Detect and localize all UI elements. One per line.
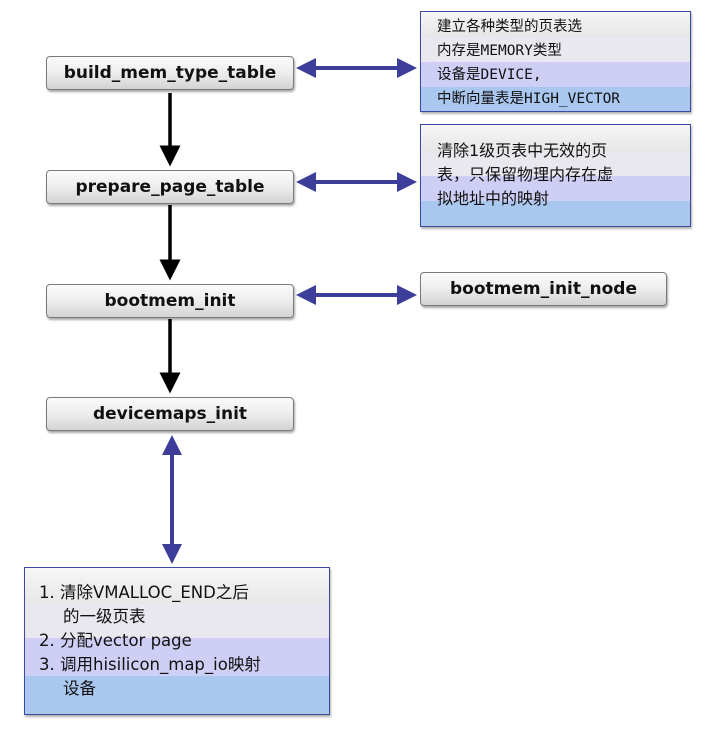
note-line: 中断向量表是HIGH_VECTOR: [437, 91, 621, 107]
note-prepare-page-table: 清除1级页表中无效的页 表，只保留物理内存在虚 拟地址中的映射: [420, 124, 691, 227]
note-line: 建立各种类型的页表选: [437, 19, 582, 35]
note-build-mem-type-table: 建立各种类型的页表选 内存是MEMORY类型 设备是DEVICE, 中断向量表是…: [420, 11, 691, 112]
node-bootmem-init: bootmem_init: [46, 284, 294, 318]
note-devicemaps-init: 1. 清除VMALLOC_END之后 的一级页表 2. 分配vector pag…: [24, 567, 330, 715]
note-line: 设备是DEVICE,: [437, 67, 542, 83]
note-list-item-2: 2. 分配vector page: [39, 631, 192, 650]
node-label: bootmem_init_node: [450, 279, 637, 299]
node-label: prepare_page_table: [75, 177, 265, 197]
note-list-item-3-cont: 设备: [63, 679, 96, 698]
node-build-mem-type-table: build_mem_type_table: [46, 56, 294, 90]
note-line: 内存是MEMORY类型: [437, 43, 562, 59]
node-label: build_mem_type_table: [63, 63, 277, 83]
node-prepare-page-table: prepare_page_table: [46, 170, 294, 204]
node-label: devicemaps_init: [92, 404, 248, 424]
note-list-item-1: 1. 清除VMALLOC_END之后: [39, 583, 249, 602]
note-list-item-3: 3. 调用hisilicon_map_io映射: [39, 655, 261, 674]
note-line: 表，只保留物理内存在虚: [437, 165, 614, 184]
note-line: 拟地址中的映射: [437, 189, 550, 208]
node-label: bootmem_init: [104, 291, 236, 311]
note-list-item-1-cont: 的一级页表: [63, 607, 146, 626]
node-devicemaps-init: devicemaps_init: [46, 397, 294, 431]
note-line: 清除1级页表中无效的页: [437, 141, 608, 160]
node-bootmem-init-node: bootmem_init_node: [420, 272, 667, 306]
